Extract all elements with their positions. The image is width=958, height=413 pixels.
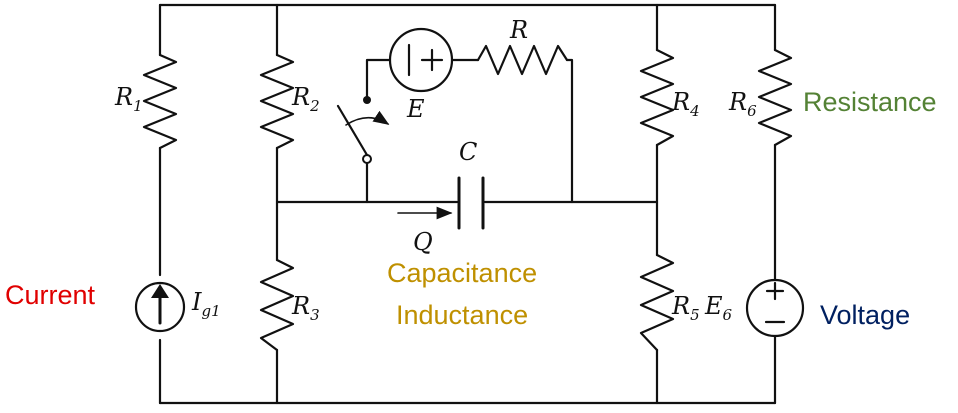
resistor-r2 bbox=[259, 53, 295, 150]
annotation-current: Current bbox=[5, 280, 96, 310]
label-ig1: Ig1 bbox=[191, 288, 221, 320]
annotation-voltage: Voltage bbox=[820, 300, 910, 330]
resistor-r6 bbox=[757, 48, 793, 147]
resistor-r5 bbox=[639, 253, 675, 352]
source-loop-wire bbox=[365, 58, 574, 204]
label-r: R bbox=[509, 16, 528, 44]
resistor-r1 bbox=[142, 53, 178, 150]
voltage-source-e bbox=[388, 27, 454, 93]
label-r1: R1 bbox=[114, 83, 143, 115]
label-c: C bbox=[459, 138, 477, 166]
label-r2: R2 bbox=[291, 83, 320, 115]
switch-arc-arrow bbox=[345, 110, 390, 126]
label-e: E bbox=[406, 95, 425, 123]
switch-contact-bottom bbox=[362, 154, 372, 164]
resistor-r bbox=[476, 44, 569, 76]
resistor-r4 bbox=[639, 48, 675, 147]
annotation-inductance: Inductance bbox=[396, 300, 528, 330]
switch bbox=[336, 96, 390, 164]
label-r3: R3 bbox=[291, 292, 320, 324]
label-r6: R6 bbox=[728, 88, 757, 120]
current-source-ig1 bbox=[134, 281, 186, 333]
switch-blade bbox=[336, 104, 369, 157]
annotation-resistance: Resistance bbox=[803, 87, 937, 117]
annotation-capacitance: Capacitance bbox=[387, 258, 537, 288]
label-q: Q bbox=[413, 228, 433, 256]
switch-contact-top bbox=[363, 96, 371, 104]
voltage-source-e6 bbox=[745, 278, 805, 338]
label-r4: R4 bbox=[671, 88, 700, 120]
label-r5: R5 bbox=[671, 292, 700, 324]
wires bbox=[158, 3, 777, 405]
resistor-r3 bbox=[259, 258, 295, 352]
label-e6: E6 bbox=[704, 292, 733, 324]
